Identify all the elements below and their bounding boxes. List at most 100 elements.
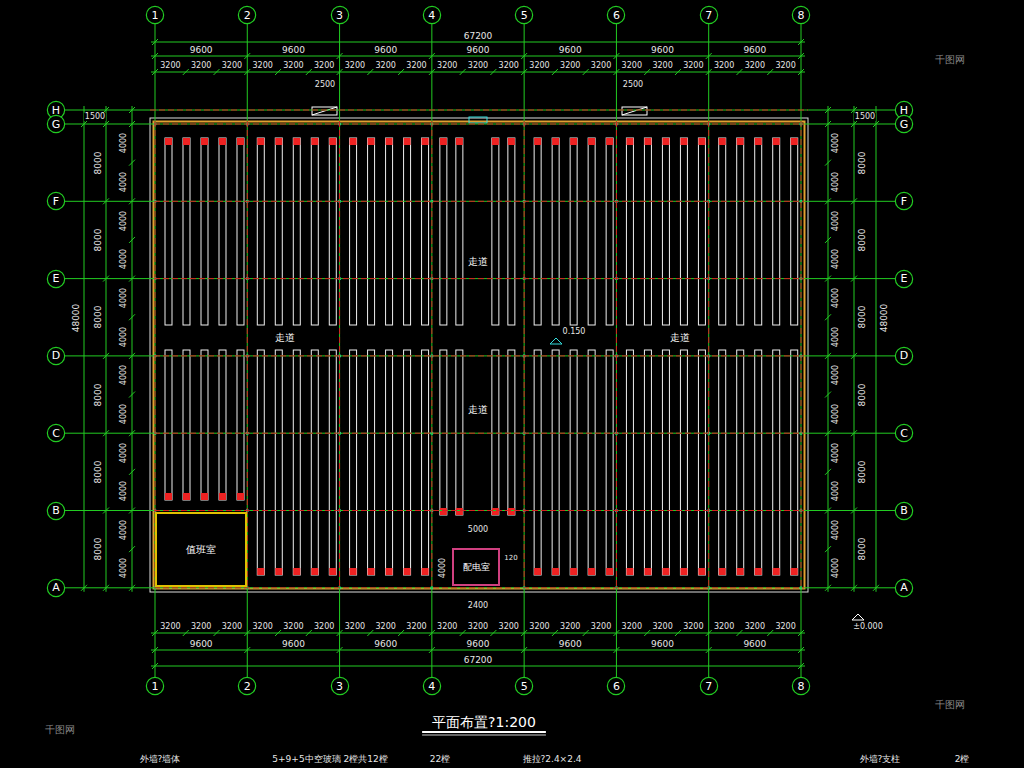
table-cell: 外墙?支柱 xyxy=(859,755,902,764)
bed-strip xyxy=(680,350,687,575)
axis-circle xyxy=(47,270,64,287)
grid-line xyxy=(154,201,804,202)
dim-tick xyxy=(398,69,404,75)
dimension-text: 67200 xyxy=(463,32,494,41)
bed-strip xyxy=(350,138,357,325)
bed-strip xyxy=(588,138,595,325)
bed-strip xyxy=(773,350,780,575)
dim-tick xyxy=(214,630,220,636)
dimension-line xyxy=(106,106,107,592)
axis-circle xyxy=(47,579,64,596)
axis-label: G xyxy=(900,119,909,130)
axis-label: H xyxy=(900,105,908,116)
dim-tick xyxy=(490,69,496,75)
bed-strip xyxy=(791,138,798,325)
watermark: 千图网 xyxy=(934,55,966,65)
dimension-text: 9600 xyxy=(189,640,214,649)
dimension-text: 3200 xyxy=(559,623,581,631)
red-end xyxy=(570,138,577,145)
red-end xyxy=(275,138,282,145)
dimension-text: 3200 xyxy=(528,623,550,631)
dimension-text: 9600 xyxy=(558,46,583,55)
red-end xyxy=(350,568,357,575)
axis-line xyxy=(339,24,340,677)
grid-line xyxy=(154,124,804,125)
red-end xyxy=(440,508,447,515)
dimension-text: 4000 xyxy=(832,364,840,386)
axis-label: E xyxy=(53,273,60,284)
dimension-text: 9600 xyxy=(558,640,583,649)
dimension-text: 9600 xyxy=(281,46,306,55)
dimension-text: 4000 xyxy=(832,209,840,231)
dimension-line xyxy=(854,106,855,592)
dim-tick xyxy=(675,69,681,75)
axis-line xyxy=(65,110,895,111)
axis-label: B xyxy=(900,505,908,516)
axis-bubble: 5 xyxy=(515,677,533,695)
dim-tick xyxy=(583,630,589,636)
axis-bubble: A xyxy=(895,579,913,597)
dimension-text: 4000 xyxy=(832,480,840,502)
dimension-text: 3200 xyxy=(375,62,397,70)
axis-circle xyxy=(608,677,625,694)
bed-strip xyxy=(698,350,705,575)
axis-bubble: 4 xyxy=(423,677,441,695)
red-end xyxy=(644,568,651,575)
red-end xyxy=(570,568,577,575)
dimension-text: 3200 xyxy=(651,62,673,70)
dimension-text: 9600 xyxy=(466,46,491,55)
axis-line xyxy=(65,278,895,279)
level-text: ±0.000 xyxy=(852,623,884,631)
dimension-text: 4000 xyxy=(832,441,840,463)
axis-bubble: F xyxy=(47,192,65,210)
axis-label: 8 xyxy=(798,10,805,21)
bed-strip xyxy=(755,350,762,575)
axis-bubble: 8 xyxy=(792,6,810,24)
axis-circle xyxy=(792,677,809,694)
dimension-text: 8000 xyxy=(94,459,103,484)
dimension-text: 67200 xyxy=(463,656,494,665)
red-end xyxy=(440,138,447,145)
dimension-text: 4000 xyxy=(120,248,128,270)
axis-label: 7 xyxy=(705,681,712,692)
axis-bubble: D xyxy=(895,347,913,365)
dimension-text: 3200 xyxy=(251,623,273,631)
bed-strip xyxy=(644,138,651,325)
bed-strip xyxy=(440,350,447,515)
red-end xyxy=(534,568,541,575)
axis-circle xyxy=(895,425,912,442)
red-end xyxy=(534,138,541,145)
dimension-text: 3200 xyxy=(713,623,735,631)
dimension-line xyxy=(84,106,85,592)
red-end xyxy=(165,138,172,145)
red-end xyxy=(791,138,798,145)
dimension-line xyxy=(151,72,805,73)
axis-circle xyxy=(700,677,717,694)
bed-strip xyxy=(201,138,208,325)
axis-bubble: 6 xyxy=(607,677,625,695)
dimension-text: 3200 xyxy=(405,623,427,631)
red-end xyxy=(552,568,559,575)
axis-label: 5 xyxy=(521,10,528,21)
dimension-text: 3200 xyxy=(682,62,704,70)
dim-tick xyxy=(306,69,312,75)
aisle-label: 走道 xyxy=(274,333,296,343)
axis-circle xyxy=(331,677,348,694)
bed-strip xyxy=(456,350,463,515)
red-end xyxy=(588,568,595,575)
red-end xyxy=(606,138,613,145)
bed-strip xyxy=(680,138,687,325)
red-end xyxy=(201,138,208,145)
dim-tick xyxy=(736,69,742,75)
dimension-line xyxy=(151,633,805,634)
dimension-text: 3200 xyxy=(621,62,643,70)
dimension-text: 4000 xyxy=(120,480,128,502)
dim-tick xyxy=(183,69,189,75)
grid-line xyxy=(801,121,802,589)
bed-strip xyxy=(626,350,633,575)
drawing-title: 平面布置?1:200 xyxy=(430,715,538,729)
red-end xyxy=(552,138,559,145)
table-cell: 推拉?2.4×2.4 xyxy=(522,755,583,764)
dim-tick xyxy=(460,69,466,75)
watermark: 千图网 xyxy=(44,725,76,735)
